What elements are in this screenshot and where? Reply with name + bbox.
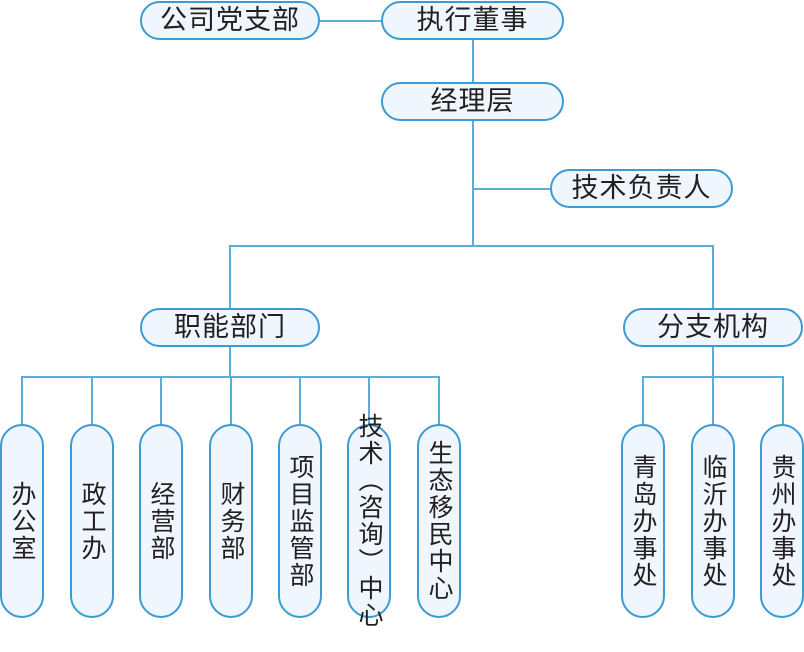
connector-functional-drop-5 bbox=[299, 376, 301, 425]
node-branch-office-1[interactable]: 青岛办事处 bbox=[621, 424, 665, 618]
node-functional-dept-2[interactable]: 政工办 bbox=[70, 424, 114, 618]
node-functional-dept-6-label: 技术（咨询）中心 bbox=[355, 413, 383, 629]
connector-functional-trunk bbox=[229, 346, 231, 377]
node-branch-office-2-label: 临沂办事处 bbox=[699, 453, 727, 589]
node-functional-dept-1-label: 办公室 bbox=[8, 480, 36, 562]
node-branch-offices-label: 分支机构 bbox=[657, 312, 769, 342]
node-functional-dept-2-label: 政工办 bbox=[78, 480, 106, 562]
node-functional-departments-label: 职能部门 bbox=[174, 312, 286, 342]
node-party-branch-label: 公司党支部 bbox=[160, 5, 300, 35]
connector-split-left-drop bbox=[229, 245, 231, 309]
node-manager-level[interactable]: 经理层 bbox=[381, 82, 564, 121]
connector-main-split-bar bbox=[229, 245, 714, 247]
connector-branch-drop-2 bbox=[712, 376, 714, 425]
connector-director-to-manager bbox=[472, 40, 474, 83]
node-functional-dept-7-label: 生态移民中心 bbox=[425, 440, 453, 602]
node-functional-dept-4[interactable]: 财务部 bbox=[209, 424, 253, 618]
node-branch-office-3[interactable]: 贵州办事处 bbox=[760, 424, 804, 618]
connector-branch-trunk bbox=[712, 346, 714, 377]
node-branch-office-3-label: 贵州办事处 bbox=[768, 453, 796, 589]
connector-manager-trunk bbox=[472, 120, 474, 246]
connector-functional-drop-4 bbox=[230, 376, 232, 425]
connector-split-right-drop bbox=[712, 245, 714, 309]
connector-functional-drop-1 bbox=[21, 376, 23, 425]
connector-functional-drop-3 bbox=[160, 376, 162, 425]
node-functional-departments[interactable]: 职能部门 bbox=[140, 308, 320, 347]
node-functional-dept-3-label: 经营部 bbox=[147, 480, 175, 562]
node-manager-level-label: 经理层 bbox=[430, 86, 515, 116]
connector-functional-drop-6 bbox=[368, 376, 370, 425]
node-functional-dept-1[interactable]: 办公室 bbox=[0, 424, 44, 618]
node-functional-dept-3[interactable]: 经营部 bbox=[139, 424, 183, 618]
node-technical-director-label: 技术负责人 bbox=[571, 173, 712, 203]
connector-branch-drop-1 bbox=[642, 376, 644, 425]
node-functional-dept-5-label: 项目监管部 bbox=[286, 453, 314, 589]
connector-branch-drop-3 bbox=[782, 376, 784, 425]
node-functional-dept-6[interactable]: 技术（咨询）中心 bbox=[347, 413, 391, 629]
node-functional-dept-4-label: 财务部 bbox=[217, 480, 245, 562]
connector-party-to-director bbox=[319, 20, 382, 22]
node-executive-director[interactable]: 执行董事 bbox=[381, 1, 564, 40]
node-technical-director[interactable]: 技术负责人 bbox=[550, 169, 733, 208]
connector-functional-drop-7 bbox=[438, 376, 440, 425]
connector-trunk-to-technical-director bbox=[472, 188, 551, 190]
connector-functional-drop-2 bbox=[91, 376, 93, 425]
node-branch-offices[interactable]: 分支机构 bbox=[623, 308, 803, 347]
node-branch-office-1-label: 青岛办事处 bbox=[629, 453, 657, 589]
node-functional-dept-5[interactable]: 项目监管部 bbox=[278, 424, 322, 618]
node-functional-dept-7[interactable]: 生态移民中心 bbox=[417, 424, 461, 618]
node-executive-director-label: 执行董事 bbox=[416, 5, 529, 35]
node-party-branch[interactable]: 公司党支部 bbox=[140, 1, 320, 40]
node-branch-office-2[interactable]: 临沂办事处 bbox=[691, 424, 735, 618]
